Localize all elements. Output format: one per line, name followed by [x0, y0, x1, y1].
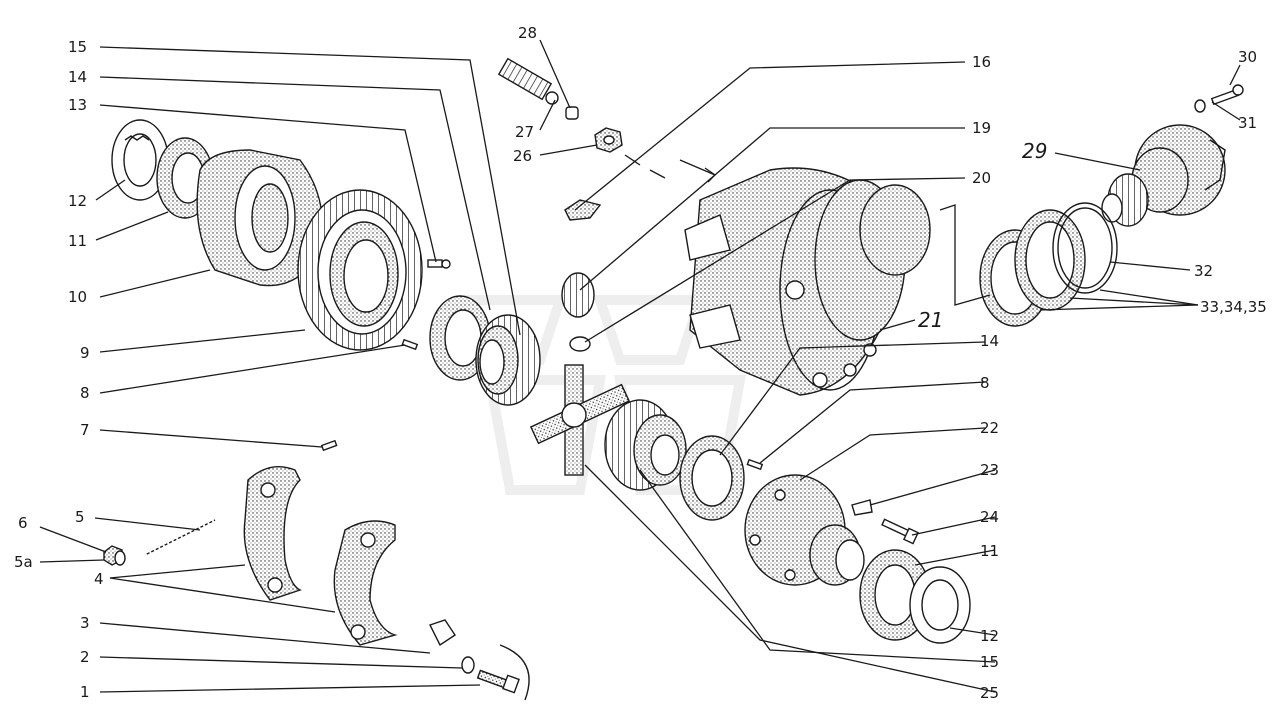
callout-11-right: 11 [980, 542, 999, 560]
callout-5: 5 [75, 508, 85, 526]
stud-5 [144, 519, 216, 556]
callout-31: 31 [1238, 114, 1257, 132]
bearing-cap-4-lower [333, 520, 398, 646]
case-half-22 [744, 474, 865, 586]
callout-9: 9 [80, 344, 90, 362]
callout-4: 4 [94, 570, 104, 588]
callout-2: 2 [80, 648, 90, 666]
callout-14-right: 14 [980, 332, 999, 350]
callout-21: 21 [918, 308, 943, 332]
leader-lines [39, 39, 1241, 693]
ring-gear-9 [297, 189, 423, 351]
lock-16 [564, 199, 602, 221]
callout-30: 30 [1238, 48, 1257, 66]
callout-29: 29 [1022, 139, 1047, 163]
washer-31 [1194, 99, 1206, 113]
callout-10: 10 [68, 288, 87, 306]
callout-8-right: 8 [980, 374, 990, 392]
pinion-cage-29 [1101, 124, 1226, 227]
callout-5a: 5a [14, 553, 33, 571]
pinion-gear-19 [561, 272, 595, 318]
washer-20 [569, 336, 591, 352]
bearing-cup-12-left [111, 119, 169, 201]
callout-28: 28 [518, 24, 537, 42]
oring-32 [1052, 202, 1118, 294]
bolt-24 [881, 518, 919, 545]
pin-8-right [746, 458, 764, 471]
callout-16: 16 [972, 53, 991, 71]
washer-5a [114, 550, 126, 566]
side-gear-15-right [604, 399, 687, 491]
thrust-washer-14-right [679, 435, 745, 521]
carrier-housing-21 [684, 167, 931, 396]
callout-labels: 15 14 13 12 11 10 9 8 7 6 5 5a 4 3 2 1 2… [14, 24, 1267, 702]
case-half-10 [196, 149, 324, 287]
pin-8-left [401, 338, 419, 351]
nut-26 [594, 127, 623, 153]
bolt-30 [1210, 84, 1244, 106]
thrust-washer-14 [429, 295, 491, 381]
spider-25 [529, 364, 631, 476]
callout-12-right: 12 [980, 627, 999, 645]
callout-11-left: 11 [68, 232, 87, 250]
callout-14-left: 14 [68, 68, 87, 86]
lock-plate-3 [429, 619, 456, 647]
callout-15-right: 15 [980, 653, 999, 671]
callout-12-left: 12 [68, 192, 87, 210]
adjuster-27 [497, 57, 559, 105]
callout-8-left: 8 [80, 384, 90, 402]
pin-7 [320, 439, 338, 452]
callout-6: 6 [18, 514, 28, 532]
callout-19: 19 [972, 119, 991, 137]
callout-1: 1 [80, 683, 90, 701]
callout-22: 22 [980, 419, 999, 437]
callout-27: 27 [515, 123, 534, 141]
callout-15-left: 15 [68, 38, 87, 56]
callout-3: 3 [80, 614, 90, 632]
callout-26: 26 [513, 147, 532, 165]
callout-20: 20 [972, 169, 991, 187]
callout-32: 32 [1194, 262, 1213, 280]
lock-23 [851, 499, 873, 516]
side-gear-15-left [475, 314, 541, 406]
plug-28 [565, 106, 579, 120]
callout-23: 23 [980, 461, 999, 479]
callout-13: 13 [68, 96, 87, 114]
callout-7: 7 [80, 421, 90, 439]
washer-2 [461, 656, 475, 674]
bearing-cap-4-upper [243, 466, 302, 601]
bearing-cup-12-right [909, 566, 971, 644]
callout-33-34-35: 33,34,35 [1200, 298, 1267, 316]
bolt-13 [427, 259, 451, 269]
callout-25: 25 [980, 684, 999, 702]
callout-24: 24 [980, 508, 999, 526]
bolt-1 [476, 644, 530, 701]
